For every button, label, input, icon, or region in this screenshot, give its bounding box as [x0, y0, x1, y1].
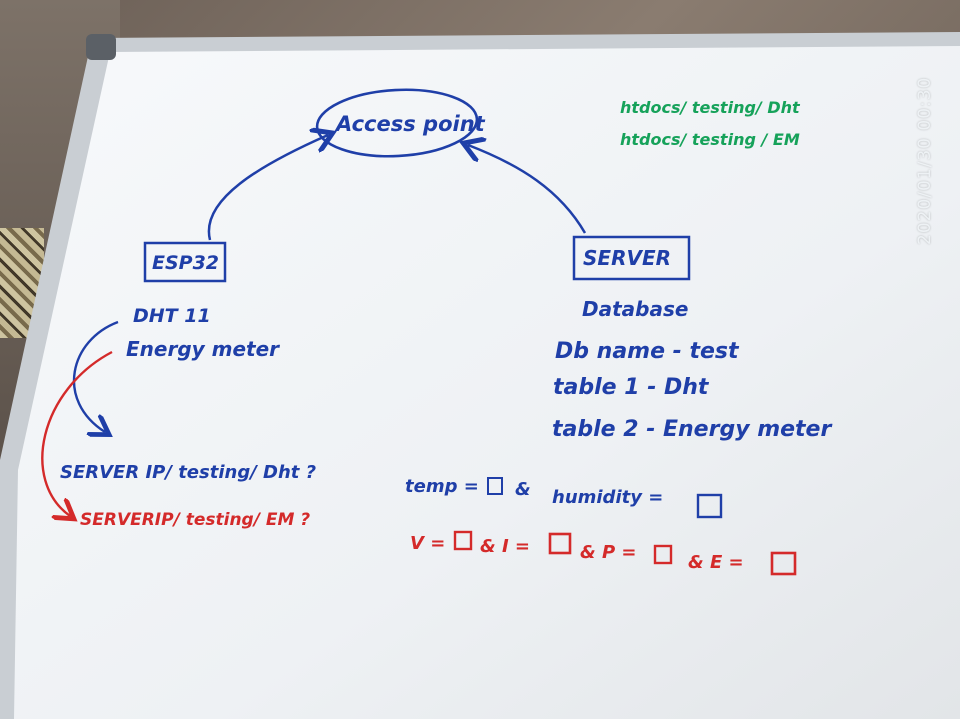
em-url-base: SERVERIP/ testing/ EM ? — [80, 510, 310, 530]
server-item-table1: table 1 - Dht — [553, 375, 710, 400]
server-item-db-name: Db name - test — [555, 339, 740, 364]
photo-timestamp-text: 2020/01/30 00:30 — [915, 76, 935, 245]
esp32-to-ap-arrow — [207, 135, 328, 241]
em-url-e: & E = — [688, 552, 744, 573]
em-i-box — [548, 532, 572, 555]
esp32-label: ESP32 — [152, 252, 219, 274]
access-point-label: Access point — [334, 112, 486, 136]
em-to-url-arrow — [41, 350, 113, 516]
esp32-box — [143, 241, 227, 283]
em-url-i: & I = — [480, 536, 530, 557]
dht-url-humidity: humidity = — [552, 487, 663, 508]
em-p-box — [653, 544, 673, 565]
server-box — [572, 235, 691, 281]
board-surface — [14, 46, 960, 719]
em-v-box — [453, 530, 473, 551]
server-label: SERVER — [583, 246, 671, 270]
dht-url-base: SERVER IP/ testing/ Dht ? — [60, 462, 316, 483]
dht-humidity-box — [696, 493, 723, 519]
dht-url-temp: temp = — [405, 476, 479, 497]
server-to-ap-arrow — [468, 145, 587, 234]
server-item-table2: table 2 - Energy meter — [552, 417, 832, 442]
path-dht: htdocs/ testing/ Dht — [620, 98, 801, 117]
em-e-box — [770, 551, 797, 576]
path-em: htdocs/ testing / EM — [620, 130, 800, 149]
photo-timestamp: 2020/01/30 00:30 — [905, 30, 935, 250]
em-url-v: V = — [410, 533, 445, 554]
esp32-item-dht11: DHT 11 — [133, 305, 211, 327]
dht-to-url-arrow — [72, 320, 119, 432]
esp32-item-energy-meter: Energy meter — [126, 337, 280, 361]
dht-temp-box — [487, 477, 503, 495]
em-url-p: & P = — [580, 542, 637, 563]
dht-url-amp: & — [515, 479, 531, 500]
server-item-database: Database — [582, 297, 688, 321]
frame-corner — [86, 34, 116, 60]
